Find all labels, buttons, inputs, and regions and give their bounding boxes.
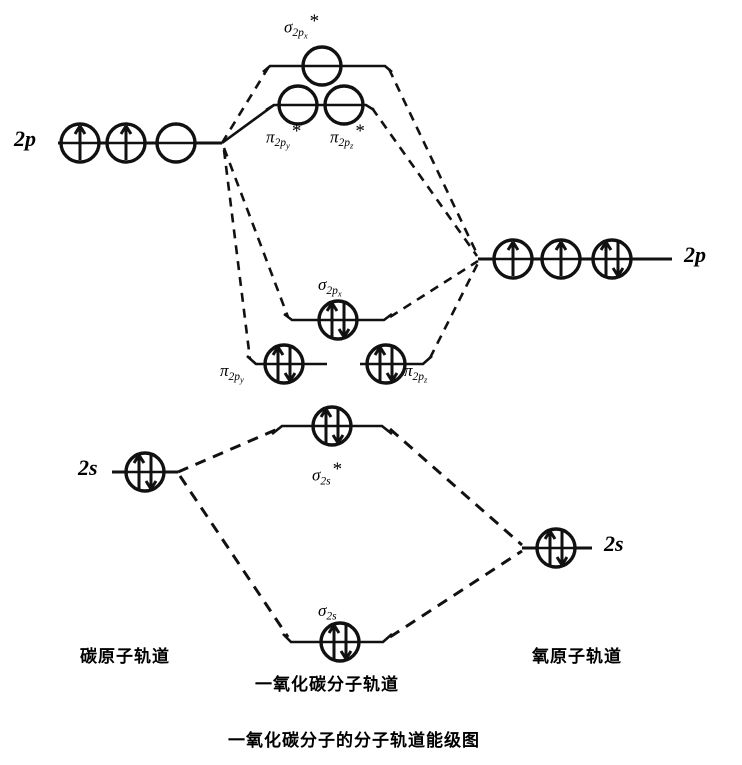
sigma-2px-bonding-subsub: x [337, 288, 342, 299]
carbon-2p-label: 2p [14, 126, 36, 151]
pi-2py-antibonding-label: π2py* [266, 122, 301, 150]
sigma-2s-antibonding-label: σ2s* [312, 460, 342, 488]
oxygen-2s-orbital [535, 527, 577, 569]
sigma-2px-bonding-to-oxygen-2p-dash [389, 259, 479, 319]
sigma-2px-antibonding-sub: 2p [292, 27, 304, 40]
pi-2pz-antibonding-star: * [355, 121, 365, 142]
pi-2py-antibonding-orbital [277, 84, 319, 126]
pi-2pz-bonding-label: π2pz [404, 362, 427, 384]
pi-2pz-antibonding-label: π2pz* [330, 122, 365, 150]
left-column-label: 碳原子轨道 [80, 647, 170, 666]
pi-2py-bonding-orbital [263, 343, 305, 385]
sigma-2s-antibonding-sub: 2s [320, 475, 331, 488]
sigma-2px-bonding-orbital [317, 299, 359, 341]
carbon-2p-orbital-3 [155, 122, 197, 164]
pi-2pz-bonding-sub: 2p [412, 370, 425, 383]
sigma-2s-antibonding-to-oxygen-2s-dash [389, 427, 523, 547]
oxygen-2p-orbital-1 [492, 238, 534, 280]
oxygen-2p-orbital-3 [591, 238, 633, 280]
sigma-2px-antibonding-to-oxygen-2p-dash [387, 68, 480, 257]
carbon-2p-to-pi-antibonding-solid [221, 103, 275, 145]
oxygen-2p-label: 2p [684, 242, 706, 267]
pi-2py-antibonding-star: * [291, 121, 302, 142]
sigma-2s-bonding-sub: 2s [326, 610, 337, 623]
sigma-2px-antibonding-label: σ2px* [284, 12, 319, 40]
pi-glyph: π [266, 127, 275, 147]
pi-2py-antibonding-subsub: y [286, 140, 290, 151]
oxygen-2s-label: 2s [604, 531, 624, 556]
carbon-2s-orbital [124, 451, 166, 493]
pi-2pz-antibonding-sub: 2p [338, 137, 351, 150]
correlation-lines-oxygen-2p [370, 68, 480, 359]
sigma-2px-bonding-sub: 2p [326, 284, 338, 297]
sigma-2px-antibonding-orbital [301, 45, 343, 87]
sigma-2s-bonding-orbital [319, 621, 361, 663]
center-column-label: 一氧化碳分子轨道 [255, 675, 399, 694]
pi-2pz-bonding-subsub: z [424, 374, 428, 385]
correlation-lines-2s [177, 426, 523, 639]
sigma-glyph: σ [284, 17, 293, 37]
sigma-2s-antibonding-star: * [332, 459, 343, 480]
carbon-2p-orbital-2 [105, 122, 147, 164]
pi-2py-bonding-sub: 2p [228, 370, 241, 383]
carbon-2p-orbital-1 [59, 122, 101, 164]
pi-antibonding-to-oxygen-2p-dash [370, 107, 479, 257]
carbon-2s-to-sigma-2s-antibonding-dash [177, 426, 281, 474]
pi-2py-antibonding-sub: 2p [274, 137, 287, 150]
oxygen-2p-orbital-2 [540, 238, 582, 280]
pi-2pz-antibonding-orbital [323, 84, 365, 126]
sigma-glyph: σ [312, 465, 321, 485]
correlation-lines-carbon-2p [220, 67, 290, 360]
pi-2pz-antibonding-subsub: z [350, 140, 354, 151]
sigma-2px-antibonding-star: * [309, 11, 320, 32]
carbon-2p-to-sigma-2px-bonding-dash [222, 147, 290, 318]
sigma-glyph: σ [318, 601, 327, 620]
sigma-2s-bonding-label: σ2s [318, 602, 337, 623]
carbon-2s-label: 2s [78, 455, 98, 480]
carbon-2p-to-sigma-2px-antibonding-dash [220, 67, 270, 144]
pi-2py-bonding-label: π2py [220, 362, 244, 384]
sigma-glyph: σ [318, 275, 327, 294]
sigma-2s-bonding-to-oxygen-2s-dash [389, 549, 523, 639]
figure-title: 一氧化碳分子的分子轨道能级图 [228, 731, 480, 750]
carbon-2s-to-sigma-2s-bonding-dash [178, 475, 290, 638]
sigma-2s-antibonding-orbital [311, 405, 353, 447]
sigma-2px-bonding-label: σ2px [318, 276, 342, 298]
pi-bonding-to-oxygen-2p-dash [428, 262, 480, 359]
right-column-label: 氧原子轨道 [532, 647, 622, 666]
pi-glyph: π [404, 361, 413, 380]
carbon-2p-to-pi-bonding-dash [222, 149, 252, 360]
pi-2pz-bonding-orbital [365, 343, 407, 385]
pi-2py-bonding-subsub: y [240, 374, 244, 385]
pi-glyph: π [330, 127, 339, 147]
pi-glyph: π [220, 361, 229, 380]
sigma-2px-antibonding-subsub: x [303, 30, 308, 41]
